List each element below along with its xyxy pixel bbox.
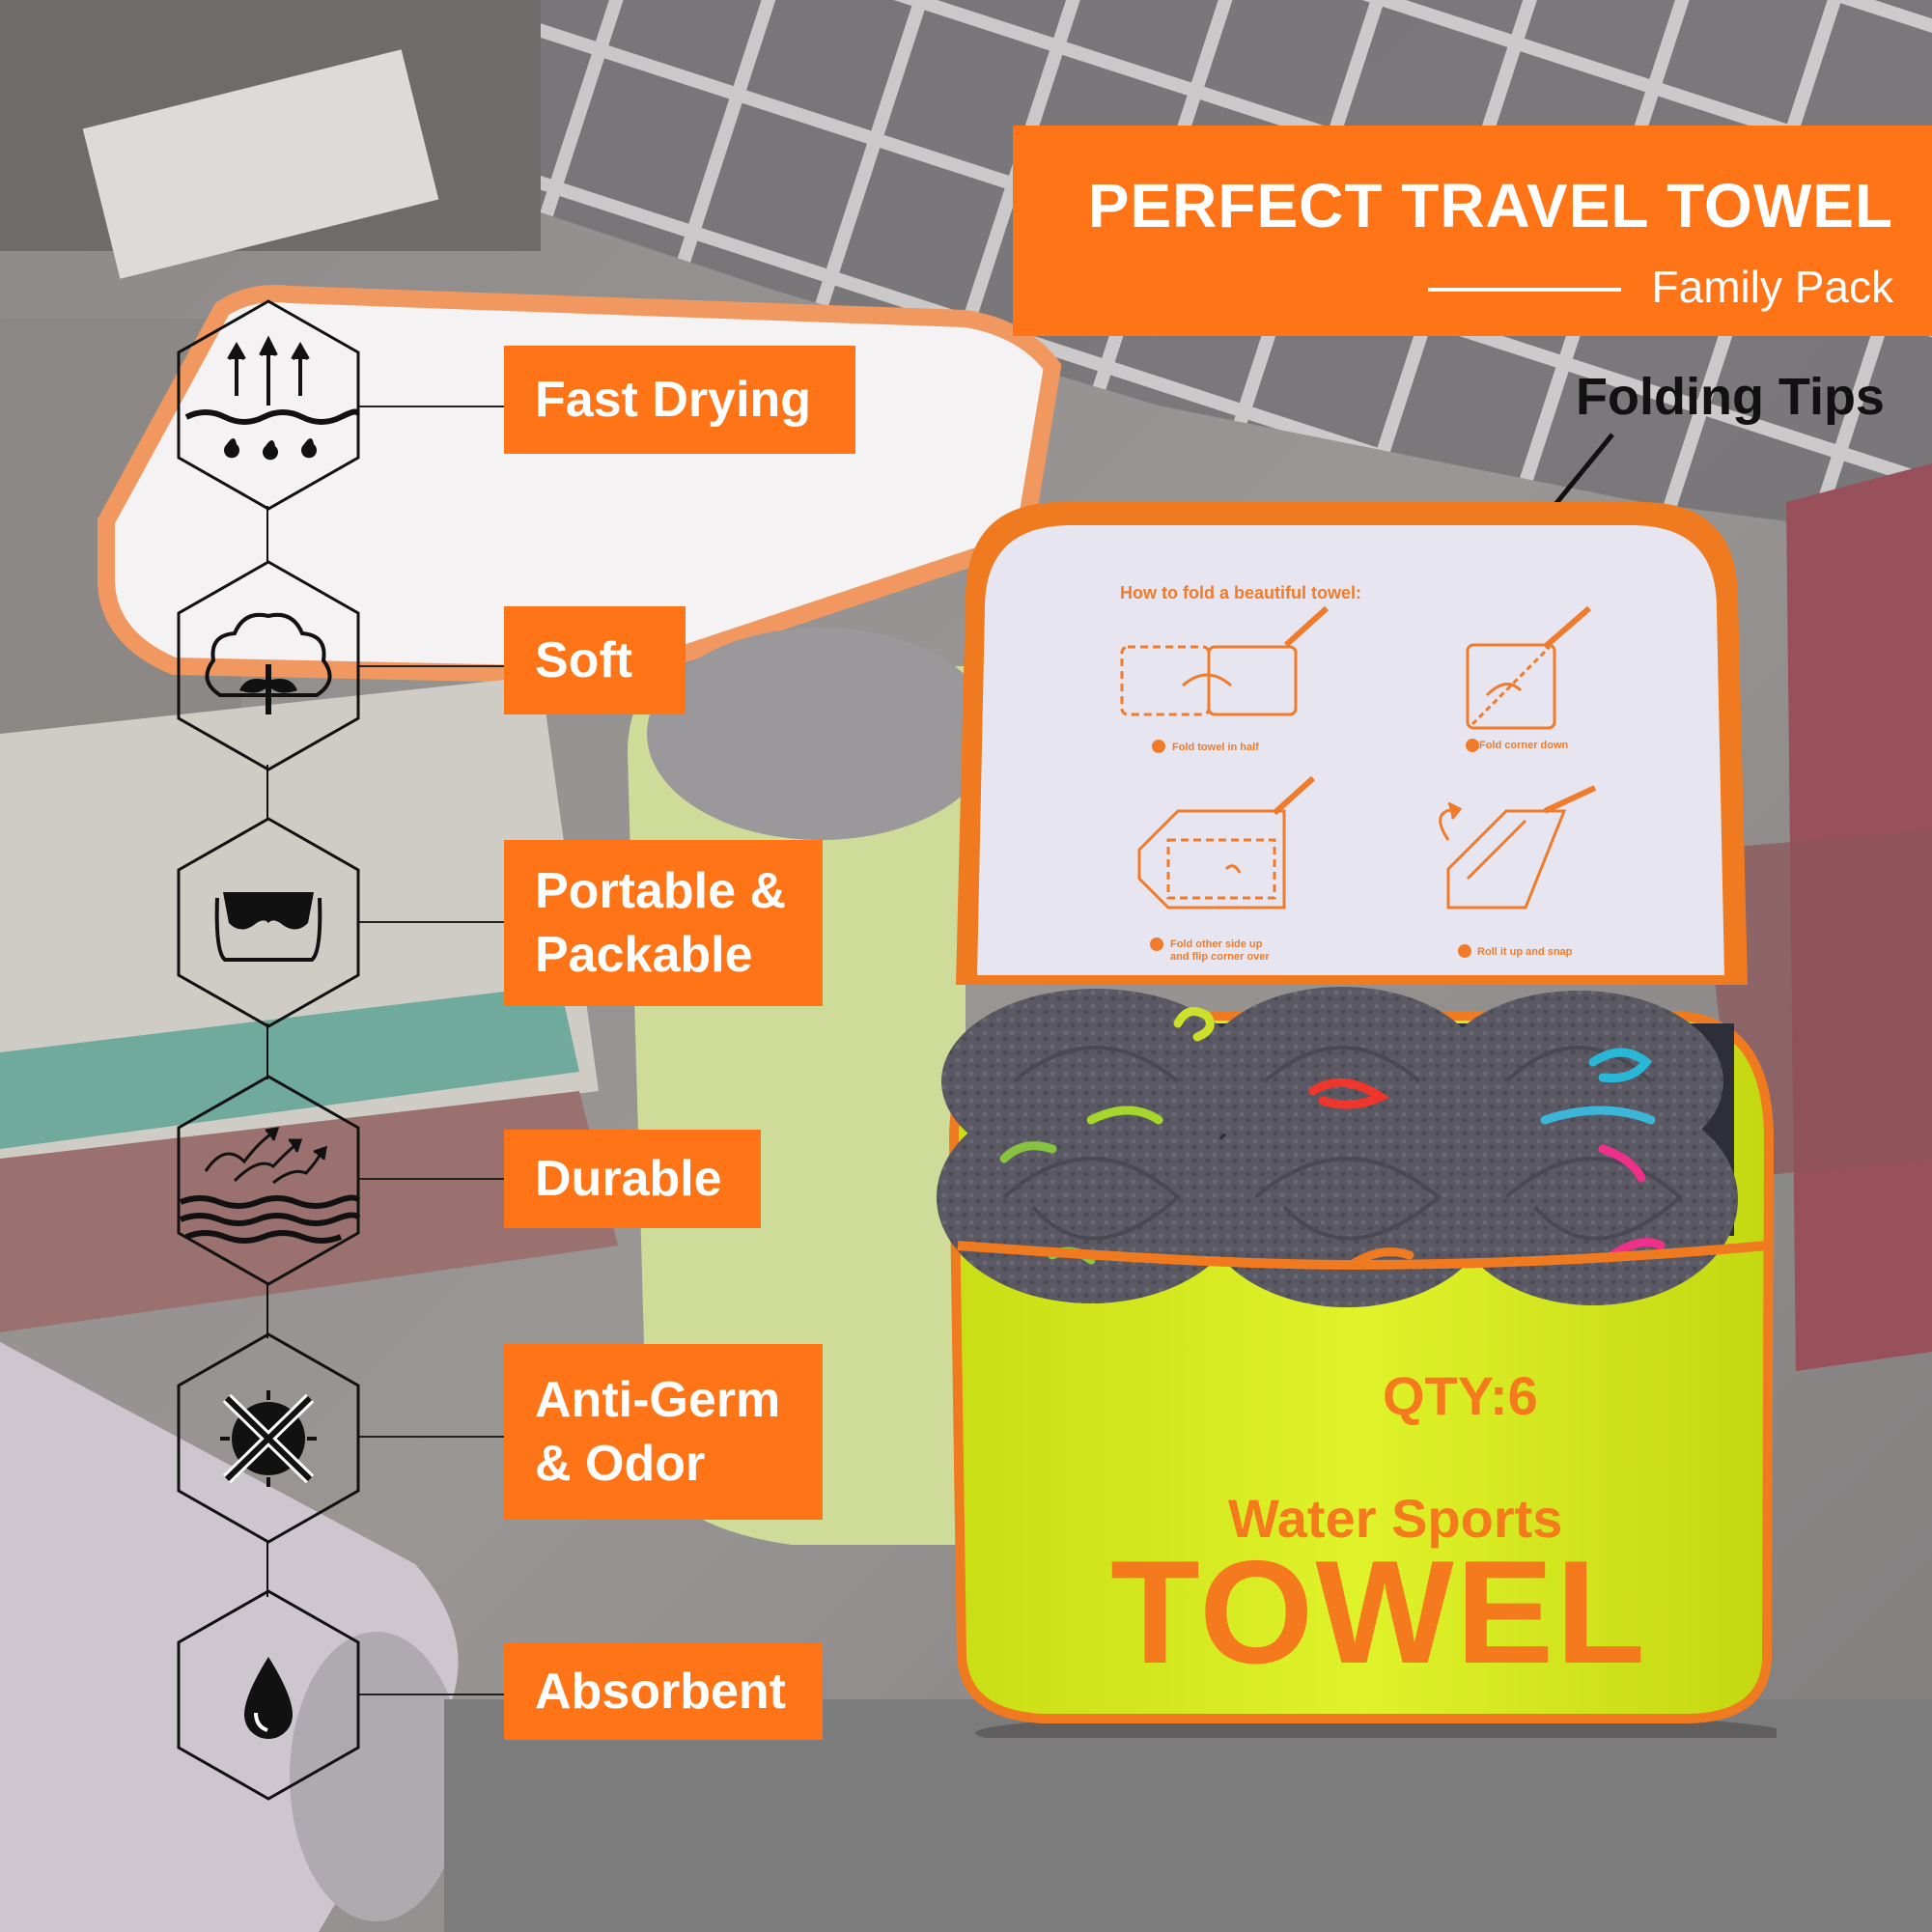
feature-label-line: & Odor — [535, 1436, 706, 1492]
towel-bag — [937, 502, 1777, 1738]
feature-badge-anti-germ: Anti-Germ & Odor — [504, 1344, 823, 1520]
hex-connector — [266, 1541, 268, 1597]
fold-step-4-caption: Roll it up and snap — [1477, 946, 1572, 959]
cotton-icon — [177, 560, 360, 771]
badge-connector — [359, 665, 504, 667]
fold-step-1-caption: Fold towel in half — [1172, 742, 1259, 754]
badge-connector — [359, 1694, 504, 1695]
feature-label: Fast Drying — [535, 372, 812, 428]
fold-step-3-caption: Fold other side up and flip corner over — [1170, 938, 1270, 964]
badge-connector — [359, 406, 504, 407]
fold-step-text: Fold other side up — [1170, 938, 1263, 950]
product-line-1: Water Sports — [1228, 1488, 1563, 1549]
feature-badge-durable: Durable — [504, 1130, 761, 1228]
water-drop-icon — [177, 1589, 360, 1801]
badge-connector — [359, 1178, 504, 1180]
hex-connector — [266, 1023, 268, 1079]
fold-step-text: Fold towel in half — [1172, 742, 1259, 753]
evaporation-icon — [177, 299, 360, 511]
feature-badge-fast-drying: Fast Drying — [504, 346, 855, 454]
title-banner: PERFECT TRAVEL TOWEL Family Pack — [1013, 126, 1932, 336]
badge-connector — [359, 1436, 504, 1438]
fold-step-text: Roll it up and snap — [1477, 946, 1573, 958]
feature-label: Durable — [535, 1151, 722, 1207]
feature-badge-portable: Portable & Packable — [504, 840, 823, 1006]
product-line-2: TOWEL — [1110, 1530, 1648, 1694]
water-waves-icon — [177, 1075, 360, 1286]
fold-step-text: and flip corner over — [1170, 951, 1270, 963]
feature-badge-soft: Soft — [504, 606, 686, 714]
feature-label: Soft — [535, 632, 633, 688]
hex-connector — [266, 1282, 268, 1338]
feature-label-line: Anti-Germ — [535, 1372, 781, 1428]
title-divider — [1428, 288, 1621, 292]
hex-connector — [266, 506, 268, 562]
quantity-label: QTY:6 — [1383, 1365, 1538, 1426]
feature-label-line: Portable & — [535, 863, 787, 919]
page-subtitle: Family Pack — [1651, 262, 1893, 312]
compact-pack-icon — [177, 817, 360, 1028]
feature-label-line: Packable — [535, 927, 753, 983]
hex-connector — [266, 765, 268, 821]
fold-step-text: Fold corner down — [1479, 740, 1569, 751]
lid-heading: How to fold a beautiful towel: — [1120, 583, 1361, 602]
no-germ-icon — [177, 1332, 360, 1544]
feature-badge-absorbent: Absorbent — [504, 1643, 823, 1740]
feature-label: Absorbent — [535, 1664, 786, 1720]
fold-step-2-caption: Fold corner down — [1479, 740, 1568, 752]
folding-tips-label: Folding Tips — [1576, 368, 1885, 426]
badge-connector — [359, 921, 504, 923]
page-title: PERFECT TRAVEL TOWEL — [1087, 171, 1893, 240]
